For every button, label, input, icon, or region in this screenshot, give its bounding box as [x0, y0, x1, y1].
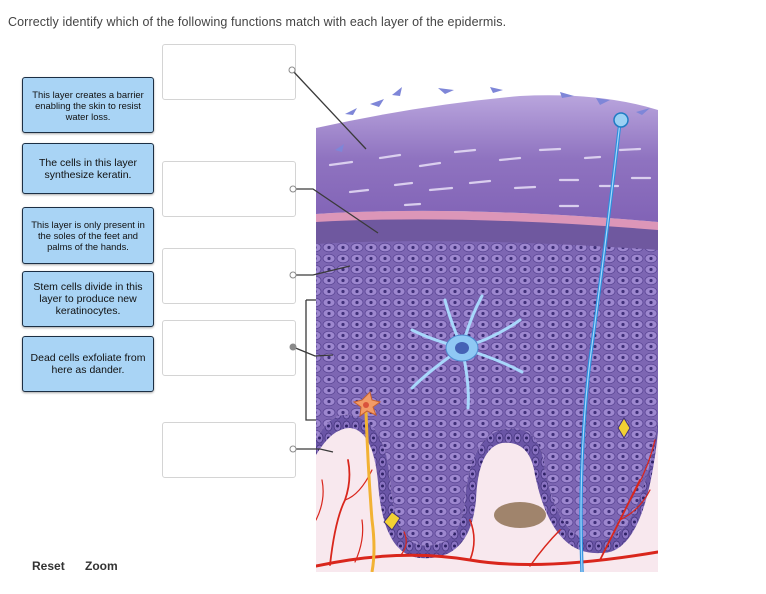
stratum-corneum	[316, 95, 658, 222]
leader-anchors	[289, 67, 296, 452]
zoom-button[interactable]: Zoom	[85, 559, 118, 573]
reset-button[interactable]: Reset	[32, 559, 65, 573]
hair-bulb-cells	[494, 502, 546, 528]
free-nerve-ending	[614, 113, 628, 127]
